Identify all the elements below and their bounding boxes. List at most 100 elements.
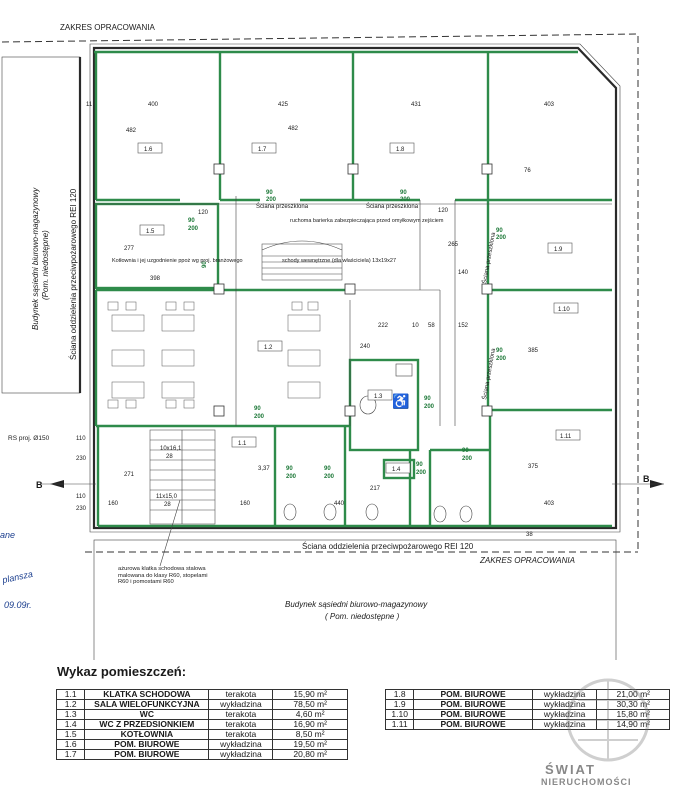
svg-text:120: 120	[198, 210, 209, 216]
section-b-left: B	[36, 480, 43, 490]
svg-text:375: 375	[528, 464, 539, 470]
legend-cell-name: SALA WIELOFUNKCYJNA	[84, 699, 210, 710]
svg-text:76: 76	[524, 168, 531, 174]
legend-cell-name: POM. BIUROWE	[413, 719, 533, 730]
svg-text:90: 90	[202, 261, 208, 268]
legend-cell-area: 8,50 m²	[272, 729, 348, 740]
legend-cell-no: 1.10	[384, 709, 415, 720]
neighbor-left-sub: (Pom. niedostępne)	[41, 230, 50, 300]
fixtures	[283, 363, 473, 523]
legend-cell-no: 1.5	[55, 729, 86, 740]
legend-cell-name: POM. BIUROWE	[413, 699, 533, 710]
stair-size-1: 10x16,1	[160, 446, 182, 452]
svg-text:38: 38	[526, 532, 533, 538]
zakres-top-label: ZAKRES OPRACOWANIA	[60, 23, 155, 32]
svg-text:90: 90	[286, 466, 293, 472]
svg-text:90: 90	[496, 348, 503, 354]
legend-cell-area: 16,90 m²	[272, 719, 348, 730]
svg-text:90: 90	[424, 396, 431, 402]
svg-text:440: 440	[334, 501, 345, 507]
svg-text:200: 200	[188, 226, 199, 232]
legend-title: Wykaz pomieszczeń:	[57, 664, 187, 679]
legend-cell-name: POM. BIUROWE	[84, 739, 210, 750]
legend-cell-no: 1.11	[384, 719, 415, 730]
svg-text:200: 200	[424, 404, 435, 410]
neighbor-bottom-label: Budynek sąsiedni biurowo-magazynowy	[285, 600, 428, 609]
legend-cell-name: POM. BIUROWE	[413, 709, 533, 720]
legend-cell-floor: wykładzina	[208, 749, 274, 760]
room-1-8: 1.8	[396, 147, 405, 153]
watermark-logo-icon	[566, 678, 650, 762]
legend-cell-no: 1.3	[55, 709, 86, 720]
legend-cell-floor: terakota	[208, 719, 274, 730]
kotlownia-note: Kotłownia i jej uzgodnienie ppoż wg proj…	[112, 258, 243, 264]
svg-text:3,37: 3,37	[258, 466, 270, 472]
svg-text:398: 398	[150, 276, 161, 282]
handwritten-note-2: ane	[0, 530, 16, 540]
svg-text:200: 200	[416, 470, 427, 476]
stair-note: ażurowa klatka schodowa stalowa malowana…	[118, 566, 208, 585]
floor-plan: ZAKRES OPRACOWANIA ZAKRES OPRACOWANIA Bu…	[1, 23, 664, 660]
room-1-3: 1.3	[374, 394, 383, 400]
building-outline	[92, 46, 618, 530]
room-1-1: 1.1	[238, 441, 247, 447]
svg-text:110: 110	[76, 436, 86, 442]
legend-cell-floor: wykładzina	[208, 739, 274, 750]
svg-text:482: 482	[126, 128, 137, 134]
handwritten-note-3: 09.09r.	[4, 600, 32, 610]
legend-cell-floor: wykładzina	[208, 699, 274, 710]
svg-text:11: 11	[86, 102, 93, 108]
room-1-9: 1.9	[554, 247, 563, 253]
legend-cell-area: 19,50 m²	[272, 739, 348, 750]
room-labels: 1.6 1.7 1.8 1.9 1.10 1.11 1.5 1.2 1.3 1.…	[137, 142, 581, 474]
legend-cell-area: 78,50 m²	[272, 699, 348, 710]
tables	[107, 301, 321, 409]
room-1-2: 1.2	[264, 345, 273, 351]
legend-cell-name: WC Z PRZEDSIONKIEM	[84, 719, 210, 730]
svg-text:152: 152	[458, 323, 469, 329]
legend-cell-floor: terakota	[208, 729, 274, 740]
svg-text:90: 90	[254, 406, 261, 412]
sciana-label-2: Ściana przeszklona	[366, 202, 419, 210]
stair-size-2: 28	[166, 454, 173, 460]
barrier-label: ruchoma barierka zabezpieczająca przed o…	[290, 218, 444, 224]
svg-text:431: 431	[411, 102, 422, 108]
dimensions: 400 425 431 403 403 482 482 120 120 277 …	[76, 102, 555, 538]
room-1-7: 1.7	[258, 147, 267, 153]
svg-text:200: 200	[496, 235, 507, 241]
svg-text:200: 200	[496, 356, 507, 362]
legend-cell-name: KLATKA SCHODOWA	[84, 689, 210, 700]
svg-text:271: 271	[124, 472, 135, 478]
stair-size-4: 28	[164, 502, 171, 508]
rs-label: RS proj. Ø150	[8, 435, 50, 442]
svg-text:200: 200	[286, 474, 297, 480]
legend-cell-name: WC	[84, 709, 210, 720]
svg-text:90: 90	[266, 190, 273, 196]
watermark-sub: NIERUCHOMOŚCI	[541, 777, 632, 787]
watermark-name: ŚWIAT	[545, 762, 596, 777]
scope-line-top	[1, 33, 639, 552]
room-1-5: 1.5	[146, 229, 155, 235]
svg-text:200: 200	[254, 414, 265, 420]
room-1-6: 1.6	[144, 147, 153, 153]
legend-cell-name: POM. BIUROWE	[413, 689, 533, 700]
legend-cell-area: 15,90 m²	[272, 689, 348, 700]
wall-bottom-label: Ściana oddzielenia przeciwpożarowego REI…	[302, 542, 474, 551]
svg-text:217: 217	[370, 486, 381, 492]
section-b-right: B	[643, 474, 650, 484]
svg-text:385: 385	[528, 348, 539, 354]
zakres-bottom-label: ZAKRES OPRACOWANIA	[479, 556, 575, 565]
svg-text:90: 90	[496, 228, 503, 234]
neighbor-left-label: Budynek sąsiedni biurowo-magazynowy	[31, 187, 40, 330]
main-staircase	[149, 429, 216, 525]
svg-text:240: 240	[360, 344, 371, 350]
legend-cell-no: 1.8	[384, 689, 415, 700]
legend-cell-no: 1.6	[55, 739, 86, 750]
legend-cell-no: 1.2	[55, 699, 86, 710]
